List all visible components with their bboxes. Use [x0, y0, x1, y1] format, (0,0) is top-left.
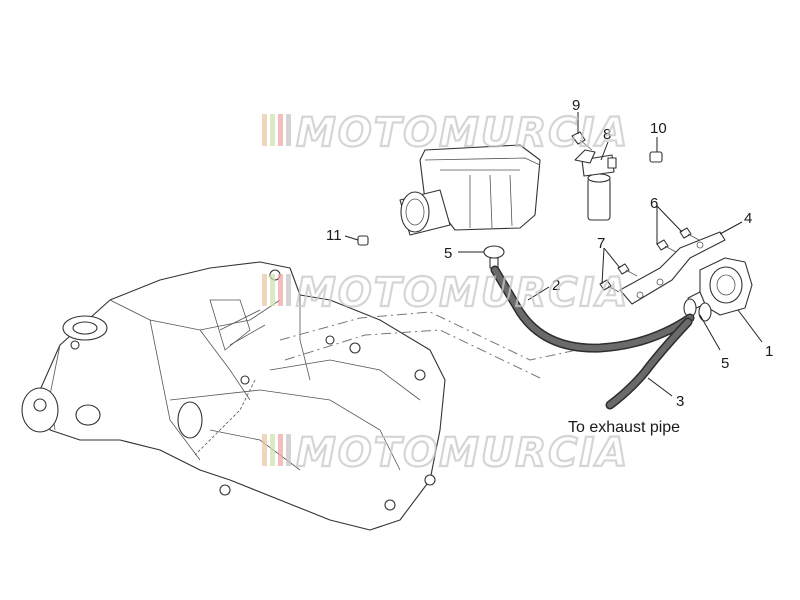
watermark-stripe — [278, 114, 283, 146]
callout-5-lower: 5 — [721, 355, 729, 372]
callout-4: 4 — [744, 210, 752, 227]
callout-2: 2 — [552, 277, 560, 294]
watermark-stripe — [262, 434, 267, 466]
leader-lines — [344, 112, 763, 397]
callout-8: 8 — [603, 126, 611, 143]
routing-line — [279, 311, 601, 361]
watermark-stripe — [286, 274, 291, 306]
part-10-cap — [649, 151, 663, 163]
watermark-stripe — [286, 434, 291, 466]
routing-line-lower — [284, 329, 541, 379]
callout-5-upper: 5 — [444, 245, 452, 262]
watermark-text: MOTOMURCIA — [296, 110, 629, 156]
callout-1: 1 — [765, 343, 773, 360]
watermark-text: MOTOMURCIA — [296, 270, 629, 316]
air-box — [399, 144, 541, 236]
part-7-bolts — [599, 263, 638, 293]
part-8-valve — [574, 149, 617, 221]
watermark-middle: MOTOMURCIA — [262, 269, 629, 317]
watermark-stripe — [262, 274, 267, 306]
watermark-stripe — [270, 114, 275, 146]
watermark-stripe — [278, 434, 283, 466]
watermark-stripe — [270, 434, 275, 466]
part-9-bolt — [571, 131, 593, 151]
exhaust-pipe-note: To exhaust pipe — [568, 419, 680, 436]
part-11-cap — [357, 235, 369, 246]
part-4-bracket — [619, 231, 726, 305]
watermark-stripe — [278, 274, 283, 306]
callout-3: 3 — [676, 393, 684, 410]
part-5-clamp-upper — [483, 245, 505, 269]
callout-10: 10 — [650, 120, 667, 137]
watermark-bottom: MOTOMURCIA — [262, 429, 629, 477]
part-6-bolts — [656, 227, 700, 253]
part-3-hose — [605, 317, 693, 410]
motorcycle-frame — [21, 261, 446, 531]
callout-7: 7 — [597, 235, 605, 252]
part-1-valve-body — [687, 257, 753, 316]
callout-11: 11 — [326, 227, 342, 244]
watermark-text: MOTOMURCIA — [296, 430, 629, 476]
callout-9: 9 — [572, 97, 580, 114]
watermark-stripe — [262, 114, 267, 146]
part-2-hose — [490, 265, 695, 353]
watermark-top: MOTOMURCIA — [262, 109, 629, 157]
watermark-stripe — [270, 274, 275, 306]
callout-6: 6 — [650, 195, 658, 212]
watermark-stripe — [286, 114, 291, 146]
